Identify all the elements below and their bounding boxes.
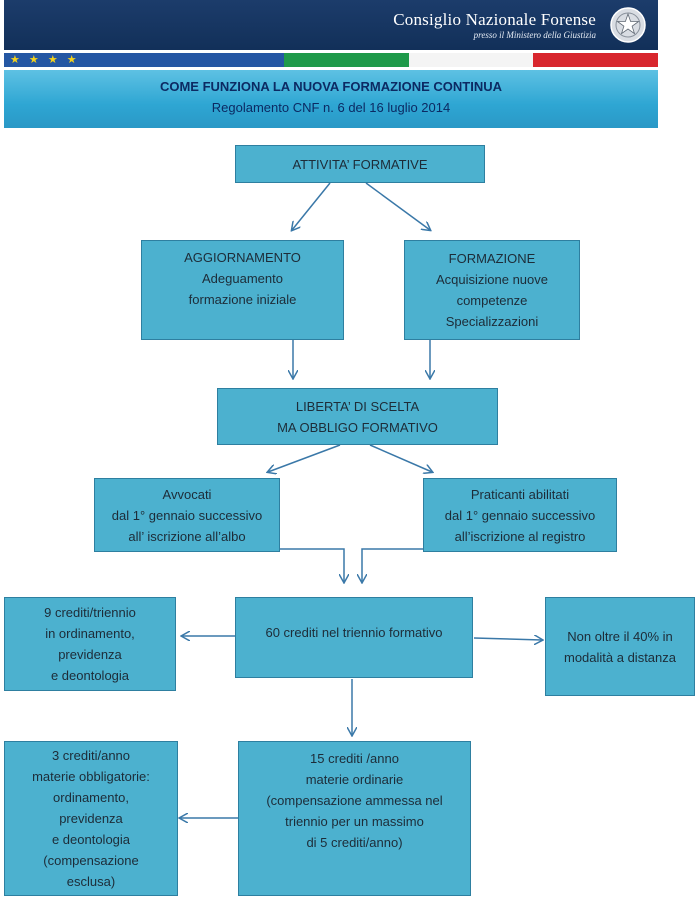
box-line: dal 1° gennaio successivo [444,507,596,523]
page-subtitle: Regolamento CNF n. 6 del 16 luglio 2014 [211,100,451,115]
box-line: ATTIVITA’ FORMATIVE [292,156,428,172]
box-line: modalità a distanza [563,649,676,665]
box-line: AGGIORNAMENTO [184,250,301,265]
box-line: Specializzazioni [445,314,539,329]
box-line: formazione iniziale [188,292,297,307]
title-band: COME FUNZIONA LA NUOVA FORMAZIONE CONTIN… [4,70,658,128]
box-liberta-scelta: LIBERTA’ DI SCELTA MA OBBLIGO FORMATIVO [217,388,498,445]
box-avvocati: Avvocati dal 1° gennaio successivo all’ … [94,478,280,552]
box-line: (compensazione ammessa nel [266,793,443,808]
arrow-attivita-formazione [365,182,430,230]
box-line: materie obbligatorie: [32,769,150,784]
box-line: 15 crediti /anno [310,751,399,766]
arrow-praticanti-sessanta [362,548,423,582]
box-line: dal 1° gennaio successivo [111,507,263,523]
org-subtitle: presso il Ministero della Giustizia [473,30,596,40]
box-line: LIBERTA’ DI SCELTA [295,398,420,414]
box-line: 3 crediti/anno [51,748,131,763]
emblem-icon [610,7,646,43]
org-name: Consiglio Nazionale Forense [393,10,596,29]
stars-icon: ★ ★ ★ ★ [10,54,80,66]
box-aggiornamento: AGGIORNAMENTO Adeguamento formazione ini… [141,240,344,340]
box-attivita-formative: ATTIVITA’ FORMATIVE [235,145,485,183]
box-line: ordinamento, [53,790,129,805]
box-line: 9 crediti/triennio [44,605,136,620]
box-line: Non oltre il 40% in [567,628,673,644]
box-line: all’iscrizione al registro [454,528,586,544]
box-line: Adeguamento [202,271,283,286]
header-bar: Consiglio Nazionale Forense presso il Mi… [4,0,658,50]
box-line: e deontologia [51,832,131,847]
flag-strip [4,53,658,67]
box-distanza: Non oltre il 40% in modalità a distanza [545,597,695,696]
box-line: Praticanti abilitati [470,486,570,502]
arrow-attivita-aggiornamento [292,182,331,230]
box-line: Avvocati [162,486,212,502]
box-line: triennio per un massimo [285,814,424,829]
box-line: Acquisizione nuove [435,272,549,287]
box-line: all’ iscrizione all’albo [128,528,246,544]
box-line: esclusa) [66,874,116,889]
box-line: (compensazione [43,853,139,868]
box-line: e deontologia [50,668,130,683]
box-line: MA OBBLIGO FORMATIVO [277,419,438,435]
page-title: COME FUNZIONA LA NUOVA FORMAZIONE CONTIN… [159,79,503,94]
box-line: FORMAZIONE [448,251,536,266]
box-line: di 5 crediti/anno) [306,835,403,850]
arrow-liberta-praticanti [369,444,432,472]
arrow-liberta-avvocati [268,444,341,472]
box-sessanta-crediti: 60 crediti nel triennio formativo [235,597,473,678]
box-crediti-triennio: 9 crediti/triennio in ordinamento, previ… [4,597,176,691]
box-line: 60 crediti nel triennio formativo [265,625,443,640]
arrow-avvocati-sessanta [280,548,344,582]
box-formazione: FORMAZIONE Acquisizione nuove competenze… [404,240,580,340]
box-line: in ordinamento, [45,626,135,641]
box-praticanti: Praticanti abilitati dal 1° gennaio succ… [423,478,617,552]
box-line: competenze [456,293,528,308]
box-quindici-crediti: 15 crediti /anno materie ordinarie (comp… [238,741,471,896]
box-tre-crediti: 3 crediti/anno materie obbligatorie: ord… [4,741,178,896]
box-line: materie ordinarie [305,772,404,787]
box-line: previdenza [59,811,123,826]
box-line: previdenza [58,647,122,662]
arrow-sessanta-distanza [473,638,542,640]
